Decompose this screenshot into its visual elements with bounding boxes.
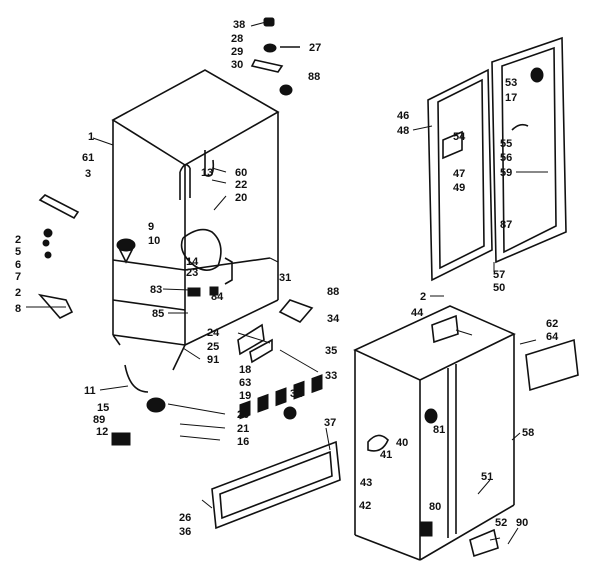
callout-31: 31	[279, 272, 291, 284]
callout-81: 81	[433, 424, 445, 436]
callout-32: 32	[290, 388, 302, 400]
callout-37: 37	[324, 417, 336, 429]
callout-17: 17	[505, 92, 517, 104]
callout-13: 13	[201, 167, 213, 179]
callout-1: 1	[88, 131, 94, 143]
callout-15: 15	[97, 402, 109, 414]
callout-8: 8	[15, 303, 21, 315]
callout-61: 61	[82, 152, 94, 164]
callout-36: 36	[179, 526, 191, 538]
callout-64: 64	[546, 331, 559, 343]
freezer-liner	[353, 305, 579, 561]
callout-35: 35	[325, 345, 337, 357]
callout-62: 62	[546, 318, 558, 330]
callout-60: 60	[235, 167, 247, 179]
callout-88-right: 88	[327, 286, 339, 298]
callout-9: 9	[148, 221, 154, 233]
callout-51: 51	[481, 471, 493, 483]
callout-84: 84	[211, 291, 224, 303]
callout-41: 41	[380, 449, 392, 461]
control-parts	[37, 194, 166, 446]
callout-3: 3	[85, 168, 91, 180]
callout-29: 29	[231, 46, 243, 58]
callout-33: 33	[325, 370, 337, 382]
callout-87: 87	[500, 219, 512, 231]
callout-88-top: 88	[308, 71, 320, 83]
leader-lines	[26, 21, 548, 545]
callout-53: 53	[505, 77, 517, 89]
callout-27: 27	[309, 42, 321, 54]
callout-2-right: 2	[420, 291, 426, 303]
callout-24: 24	[207, 327, 220, 339]
callout-16: 16	[237, 436, 249, 448]
callout-80: 80	[429, 501, 441, 513]
callout-30: 30	[231, 59, 243, 71]
callout-numbers: 1 61 3 38 28 29 30 27 88 13 60 22 20 9 1…	[15, 19, 559, 538]
callout-18: 18	[239, 364, 251, 376]
callout-56: 56	[500, 152, 512, 164]
callout-52: 52	[495, 517, 507, 529]
callout-44: 44	[411, 307, 424, 319]
callout-90: 90	[516, 517, 528, 529]
callout-48: 48	[397, 125, 409, 137]
callout-20-upper: 20	[235, 192, 247, 204]
callout-12: 12	[96, 426, 108, 438]
callout-14: 14	[186, 256, 199, 268]
callout-22: 22	[235, 179, 247, 191]
callout-40: 40	[396, 437, 408, 449]
callout-47: 47	[453, 168, 465, 180]
callout-38: 38	[233, 19, 245, 31]
callout-28: 28	[231, 33, 243, 45]
callout-43: 43	[360, 477, 372, 489]
callout-23: 23	[186, 267, 198, 279]
callout-19: 19	[239, 390, 251, 402]
callout-5: 5	[15, 246, 21, 258]
callout-34: 34	[327, 313, 340, 325]
callout-20-lower: 20	[237, 409, 249, 421]
callout-55: 55	[500, 138, 512, 150]
callout-63: 63	[239, 377, 251, 389]
cabinet-assembly	[111, 17, 300, 371]
callout-59: 59	[500, 167, 512, 179]
callout-11: 11	[84, 385, 96, 397]
callout-54: 54	[453, 131, 466, 143]
callout-58: 58	[522, 427, 534, 439]
callout-2-lower: 2	[15, 287, 21, 299]
callout-83: 83	[150, 284, 162, 296]
callout-6: 6	[15, 259, 21, 271]
callout-7: 7	[15, 271, 21, 283]
callout-26: 26	[179, 512, 191, 524]
callout-46: 46	[397, 110, 409, 122]
door-panels	[427, 36, 567, 282]
callout-42: 42	[359, 500, 371, 512]
grille	[211, 374, 341, 530]
callout-21: 21	[237, 423, 249, 435]
brackets	[237, 299, 314, 420]
callout-50: 50	[493, 282, 505, 294]
callout-25: 25	[207, 341, 219, 353]
callout-2-left: 2	[15, 234, 21, 246]
callout-89: 89	[93, 414, 105, 426]
callout-91: 91	[207, 354, 219, 366]
callout-10: 10	[148, 235, 160, 247]
callout-49: 49	[453, 182, 465, 194]
callout-57: 57	[493, 269, 505, 281]
callout-85: 85	[152, 308, 164, 320]
